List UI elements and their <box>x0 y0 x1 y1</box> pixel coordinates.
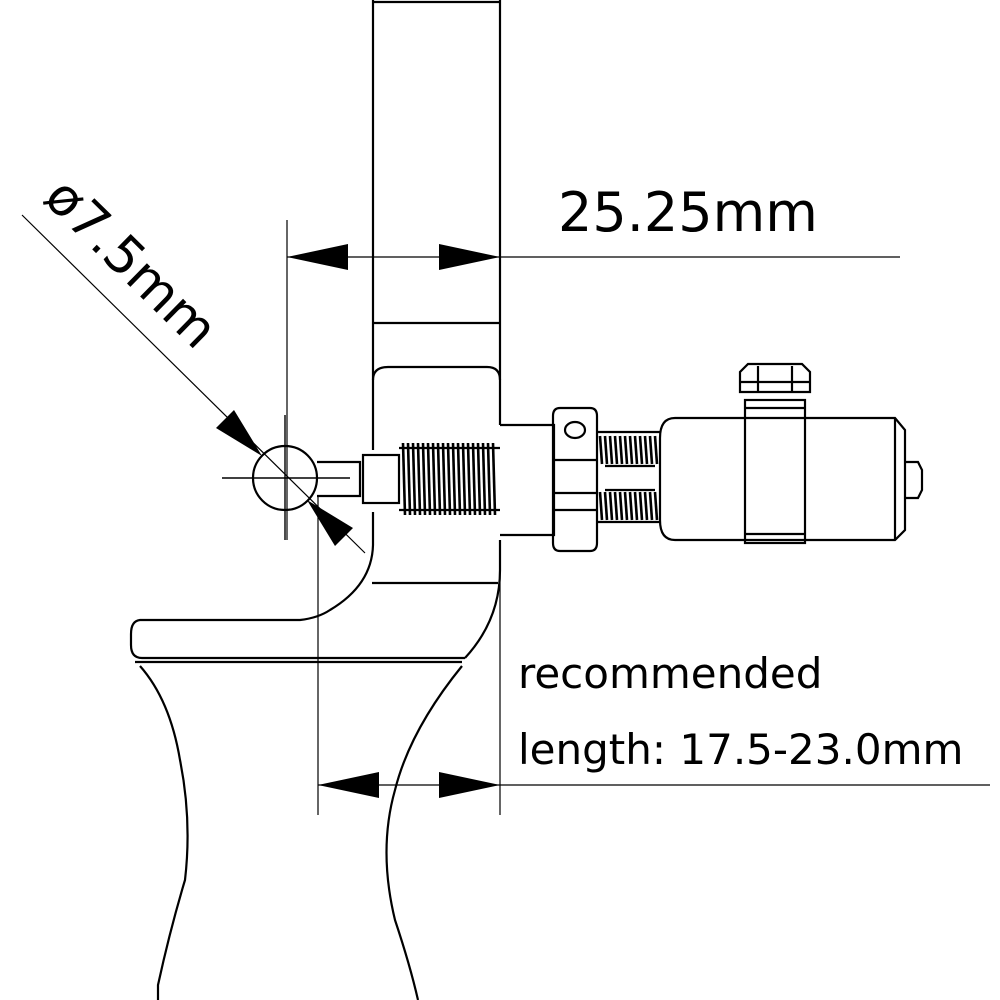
thread-line <box>633 435 639 465</box>
mounting-plate <box>371 0 502 450</box>
thread-line <box>426 442 432 516</box>
thread-line <box>441 442 447 516</box>
thread-line <box>411 442 417 516</box>
thread-line <box>481 442 487 516</box>
lever-body <box>129 512 502 1000</box>
ball-joint <box>222 415 362 540</box>
thread-line <box>613 491 619 521</box>
thread-line <box>643 491 649 521</box>
thread-line <box>466 442 472 516</box>
thread-line <box>638 435 644 465</box>
adjuster-thread <box>597 430 660 524</box>
thread-line <box>608 435 614 465</box>
dimension-25mm: 25.25mm <box>286 181 900 540</box>
thread-line <box>623 491 629 521</box>
thread-line <box>623 435 629 465</box>
thread-line <box>638 491 644 521</box>
thread-line <box>486 442 492 516</box>
thread-line <box>461 442 467 516</box>
threaded-rod <box>361 442 500 516</box>
thread-line <box>618 435 624 465</box>
thread-line <box>476 442 482 516</box>
thread-line <box>653 491 659 521</box>
thread-line <box>471 442 477 516</box>
thread-line <box>446 442 452 516</box>
cylinder <box>658 416 924 542</box>
recommended-label-line1: recommended <box>518 649 822 698</box>
lock-nut <box>551 406 599 553</box>
dimension-recommended: recommended length: 17.5-23.0mm <box>317 496 990 815</box>
thread-line <box>633 491 639 521</box>
sleeve <box>500 423 556 537</box>
thread-line <box>431 442 437 516</box>
thread-line <box>598 491 604 521</box>
thread-line <box>451 442 457 516</box>
top-length-label: 25.25mm <box>558 181 818 244</box>
thread-line <box>416 442 422 516</box>
thread-line <box>648 491 654 521</box>
thread-line <box>618 491 624 521</box>
thread-line <box>653 435 659 465</box>
thread-line <box>436 442 442 516</box>
clamp <box>738 362 812 545</box>
thread-line <box>628 491 634 521</box>
thread-line <box>608 491 614 521</box>
thread-line <box>628 435 634 465</box>
thread-line <box>603 435 609 465</box>
diameter-label: ø7.5mm <box>33 166 229 360</box>
thread-line <box>491 442 497 516</box>
thread-line <box>406 442 412 516</box>
dimension-diameter: ø7.5mm <box>21 166 366 554</box>
thread-line <box>613 435 619 465</box>
thread-line <box>456 442 462 516</box>
thread-line <box>598 435 604 465</box>
thread-line <box>421 442 427 516</box>
recommended-label-line2: length: 17.5-23.0mm <box>518 725 963 774</box>
thread-line <box>648 435 654 465</box>
thread-line <box>401 442 407 516</box>
thread-line <box>643 435 649 465</box>
thread-line <box>603 491 609 521</box>
